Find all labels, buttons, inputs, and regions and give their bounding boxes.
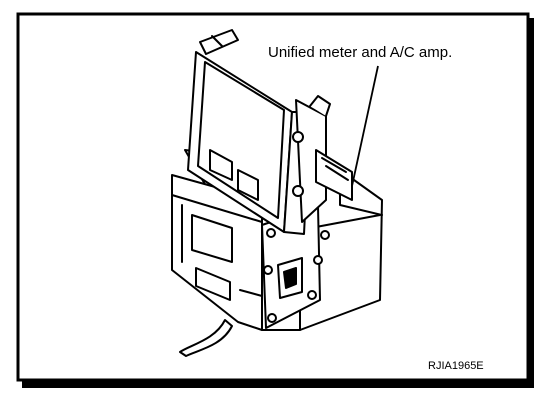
callout-label: Unified meter and A/C amp.: [268, 44, 453, 61]
screw-icon: [263, 131, 330, 323]
display-unit-assembly-icon: [171, 29, 383, 357]
figure-id: RJIA1965E: [428, 360, 484, 372]
callout-leader: [351, 65, 379, 187]
